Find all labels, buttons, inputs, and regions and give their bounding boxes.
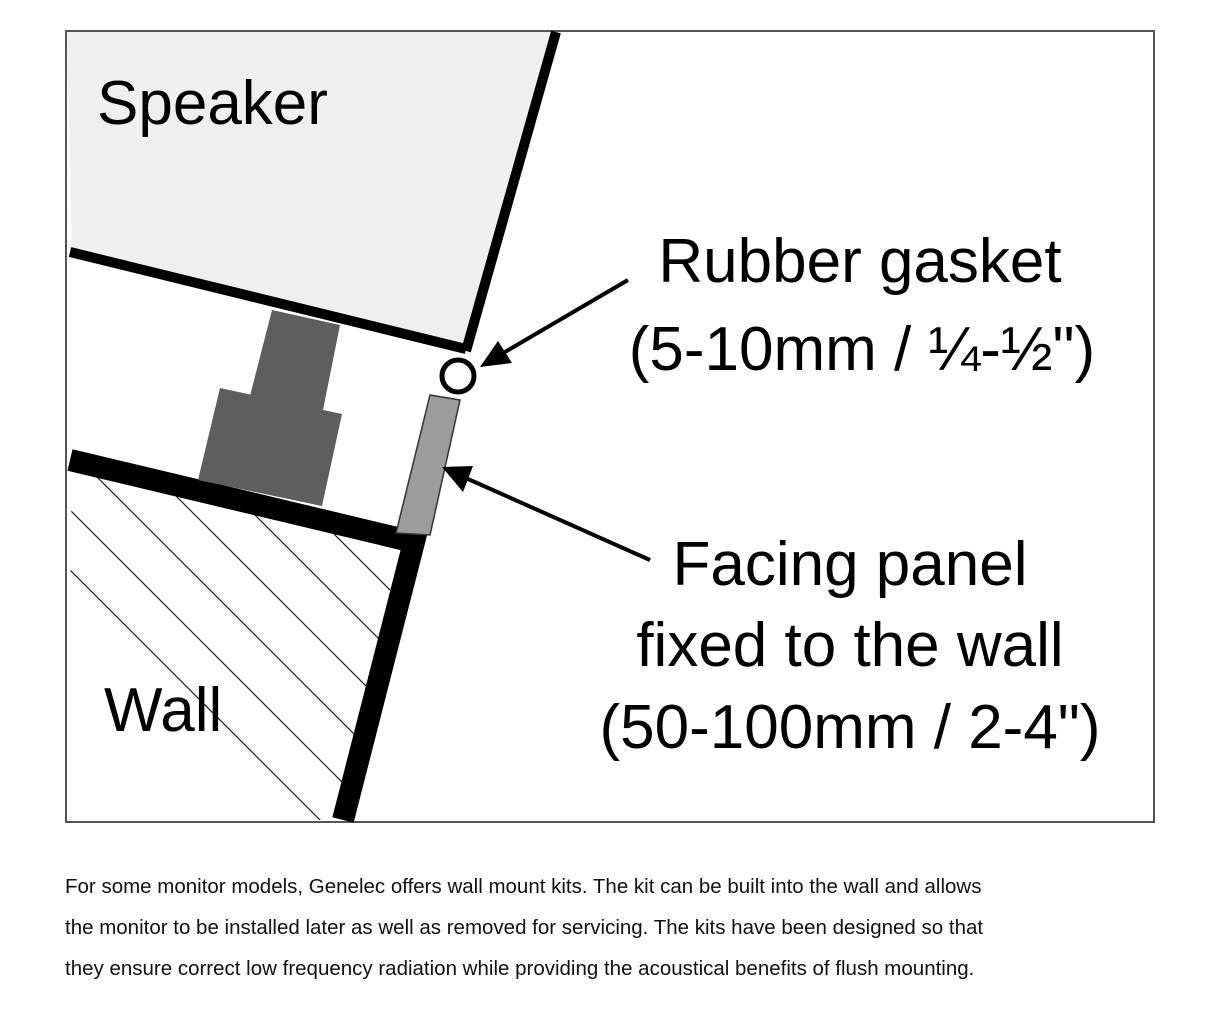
panel-label-line-2: fixed to the wall: [636, 611, 1063, 680]
caption-line-3: they ensure correct low frequency radiat…: [65, 957, 975, 980]
caption-paragraph: For some monitor models, Genelec offers …: [65, 866, 1195, 989]
gasket-label-line-2: (5-10mm / ¼-½"): [629, 315, 1095, 384]
wall-label: Wall: [104, 676, 222, 745]
panel-label-line-3: (50-100mm / 2-4"): [600, 693, 1101, 762]
wall-mount-diagram: Speaker Wall Rubber gasket (5-10mm / ¼-½…: [65, 30, 1155, 823]
mount-bracket-upper: [250, 310, 340, 410]
rubber-gasket: [439, 357, 477, 395]
speaker-body: [67, 32, 555, 349]
speaker-label: Speaker: [97, 69, 328, 138]
panel-label-line-1: Facing panel: [672, 530, 1027, 599]
facing-panel: [395, 394, 461, 536]
gasket-label-line-1: Rubber gasket: [658, 227, 1061, 296]
caption-line-2: the monitor to be installed later as wel…: [65, 916, 984, 939]
mount-bracket-lower: [198, 388, 342, 506]
gasket-arrow: [480, 278, 630, 367]
wall-edge: [67, 449, 428, 823]
speaker-front-edge: [461, 30, 561, 353]
panel-arrow: [442, 466, 651, 562]
speaker-bottom-edge: [68, 247, 468, 354]
caption-line-1: For some monitor models, Genelec offers …: [65, 875, 982, 898]
